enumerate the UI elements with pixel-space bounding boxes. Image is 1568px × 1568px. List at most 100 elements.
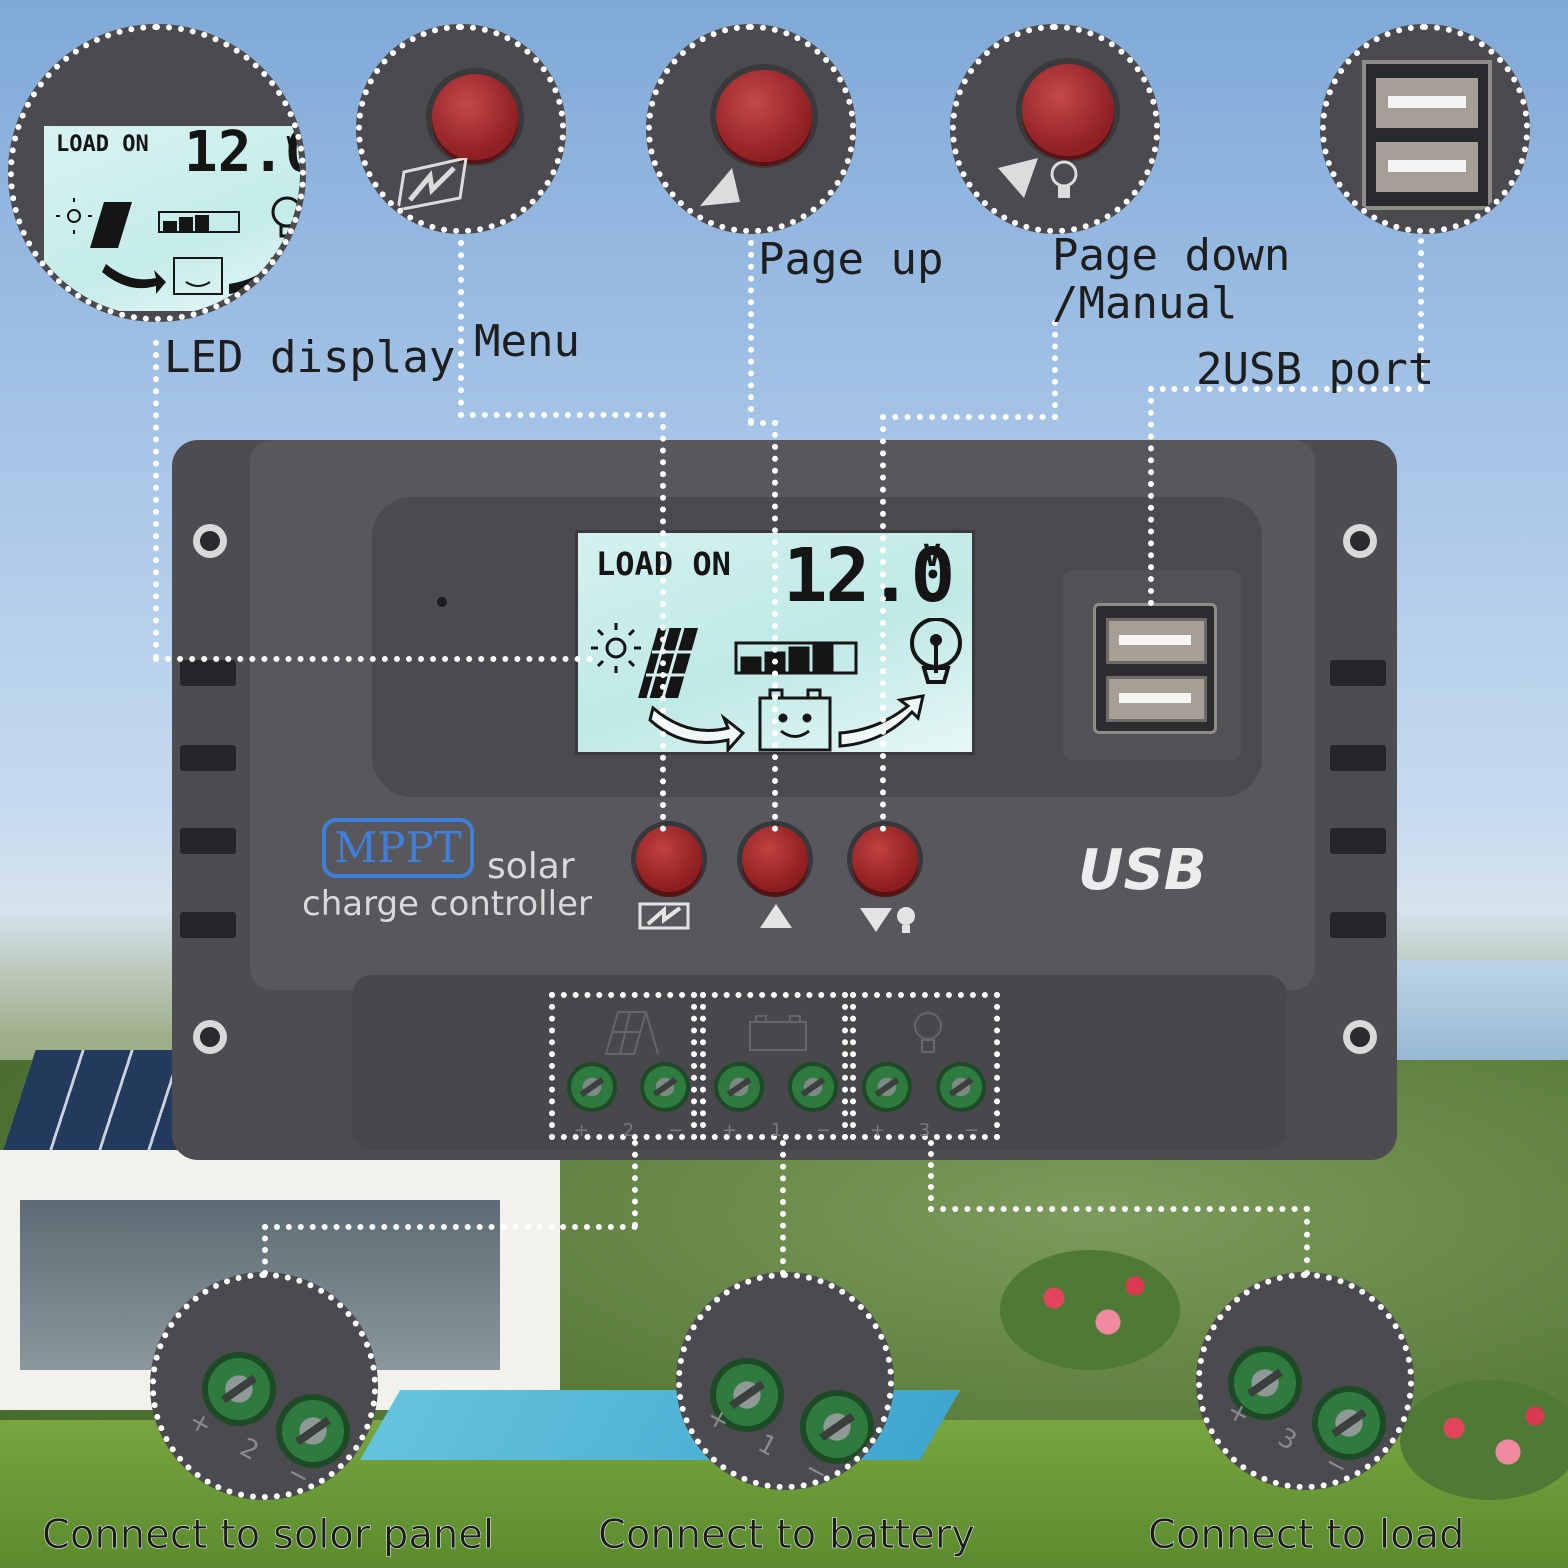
label-usb-port: 2USB port bbox=[1196, 344, 1435, 395]
usb-port-lower[interactable] bbox=[1106, 676, 1207, 722]
lightbulb-icon bbox=[910, 618, 962, 684]
page-up-button-zoom bbox=[716, 70, 812, 162]
load-terminal-marks: + 3 − bbox=[870, 1120, 994, 1141]
battery-icon bbox=[173, 257, 223, 295]
usb-zoom-housing bbox=[1362, 60, 1492, 210]
usb-logo: USB bbox=[1078, 838, 1207, 903]
battery-terminal-marks: + 1 − bbox=[722, 1120, 846, 1141]
leader-led bbox=[153, 340, 159, 660]
sun-icon bbox=[591, 623, 641, 673]
mppt-text: MPPT bbox=[334, 823, 462, 872]
lightbulb-icon bbox=[271, 196, 300, 238]
page-down-button[interactable] bbox=[852, 826, 918, 892]
label-connect-load: Connect to load bbox=[1148, 1512, 1465, 1559]
lcd-zoom-icons bbox=[56, 196, 300, 295]
leader-pagedown bbox=[1052, 320, 1058, 420]
leader-usb bbox=[1148, 386, 1154, 606]
mount-hole bbox=[1343, 524, 1377, 558]
solar-positive-terminal[interactable] bbox=[571, 1066, 613, 1108]
label-connect-battery: Connect to battery bbox=[598, 1512, 975, 1559]
page-down-zoom-circle bbox=[950, 24, 1160, 234]
vent-slot bbox=[1330, 660, 1386, 686]
leader-usb bbox=[1418, 238, 1424, 390]
battery-icon bbox=[758, 688, 832, 752]
vent-slot bbox=[1330, 745, 1386, 771]
down-arrow-icon bbox=[860, 907, 915, 933]
lcd-unit: V bbox=[923, 539, 942, 574]
menu-button[interactable] bbox=[636, 826, 702, 892]
up-arrow-icon bbox=[760, 904, 792, 928]
leader-usb bbox=[1148, 386, 1424, 392]
vent-slot bbox=[180, 828, 236, 854]
solar-panel-icon bbox=[638, 627, 698, 699]
leader-led bbox=[153, 656, 593, 662]
discharge-arrow-icon bbox=[229, 254, 286, 294]
mount-hole bbox=[193, 524, 227, 558]
load-positive-zoom bbox=[1234, 1352, 1296, 1414]
vent-slot bbox=[180, 660, 236, 686]
battery-positive-zoom bbox=[716, 1364, 778, 1426]
mount-hole bbox=[1343, 1020, 1377, 1054]
brand-subtitle: charge controller bbox=[302, 884, 592, 924]
solar-negative-terminal[interactable] bbox=[644, 1066, 686, 1108]
page-down-button-zoom bbox=[1022, 64, 1114, 156]
leader-load bbox=[928, 1140, 934, 1212]
menu-icon bbox=[396, 158, 468, 212]
leader-solar bbox=[262, 1224, 638, 1230]
load-terminal-zoom-circle: + 3 − bbox=[1196, 1272, 1414, 1490]
lcd-voltage: 12.0 bbox=[783, 533, 955, 619]
flower-bush bbox=[1000, 1250, 1180, 1370]
lightbulb-icon bbox=[914, 1012, 942, 1053]
solar-panel-icon bbox=[604, 1011, 659, 1055]
indicator-light bbox=[437, 597, 447, 607]
usb-port-upper[interactable] bbox=[1106, 618, 1207, 664]
battery-terminal-group bbox=[700, 992, 848, 1140]
solar-negative-zoom bbox=[282, 1400, 344, 1462]
sun-icon bbox=[56, 198, 92, 234]
battery-terminal-zoom-circle: + 1 − bbox=[676, 1272, 894, 1490]
leader-load bbox=[1304, 1206, 1310, 1276]
battery-level-icon bbox=[158, 211, 240, 233]
leader-load bbox=[928, 1206, 1310, 1212]
usb-zoom-port-lower bbox=[1376, 142, 1478, 192]
label-manual: /Manual bbox=[1052, 278, 1238, 329]
label-page-up: Page up bbox=[758, 234, 944, 285]
up-arrow-icon bbox=[700, 168, 740, 206]
leader-menu bbox=[458, 412, 666, 418]
leader-pageup bbox=[772, 420, 778, 832]
charge-arrow-icon bbox=[648, 705, 746, 752]
battery-negative-zoom bbox=[806, 1396, 868, 1458]
discharge-arrow-icon bbox=[838, 694, 925, 748]
lcd-zoom-voltage: 12.0 bbox=[184, 120, 306, 185]
solar-panel-icon bbox=[90, 202, 132, 248]
leader-menu bbox=[458, 240, 464, 418]
usb-port-housing[interactable] bbox=[1093, 603, 1217, 734]
vent-slot bbox=[180, 912, 236, 938]
page-up-button[interactable] bbox=[742, 826, 808, 892]
battery-positive-terminal[interactable] bbox=[718, 1066, 760, 1108]
usb-zoom-port-upper bbox=[1376, 78, 1478, 128]
usb-zoom-circle bbox=[1320, 24, 1530, 234]
solar-positive-zoom bbox=[208, 1358, 270, 1420]
leader-solar bbox=[632, 1140, 638, 1228]
load-negative-terminal[interactable] bbox=[940, 1066, 982, 1108]
lcd-zoom-status: LOAD ON bbox=[56, 132, 149, 157]
battery-negative-terminal[interactable] bbox=[792, 1066, 834, 1108]
battery-icon bbox=[749, 1015, 807, 1051]
load-positive-terminal[interactable] bbox=[866, 1066, 908, 1108]
flower-bush bbox=[1400, 1380, 1568, 1500]
solar-terminal-zoom-circle: + 2 − bbox=[150, 1272, 378, 1500]
solar-terminal-group bbox=[549, 992, 697, 1140]
label-menu: Menu bbox=[474, 316, 580, 367]
menu-zoom-circle bbox=[356, 24, 566, 234]
charge-arrow-icon bbox=[102, 264, 166, 294]
menu-icon bbox=[638, 902, 690, 930]
label-page-down: Page down bbox=[1052, 230, 1291, 281]
lcd-zoom: LOAD ON 12.0 V bbox=[44, 120, 300, 311]
leader-pagedown bbox=[880, 414, 1058, 420]
mppt-box: MPPT bbox=[322, 818, 474, 878]
leader-solar bbox=[262, 1224, 268, 1276]
solar-terminal-marks: + 2 − bbox=[574, 1120, 698, 1141]
button-symbols bbox=[638, 902, 915, 933]
